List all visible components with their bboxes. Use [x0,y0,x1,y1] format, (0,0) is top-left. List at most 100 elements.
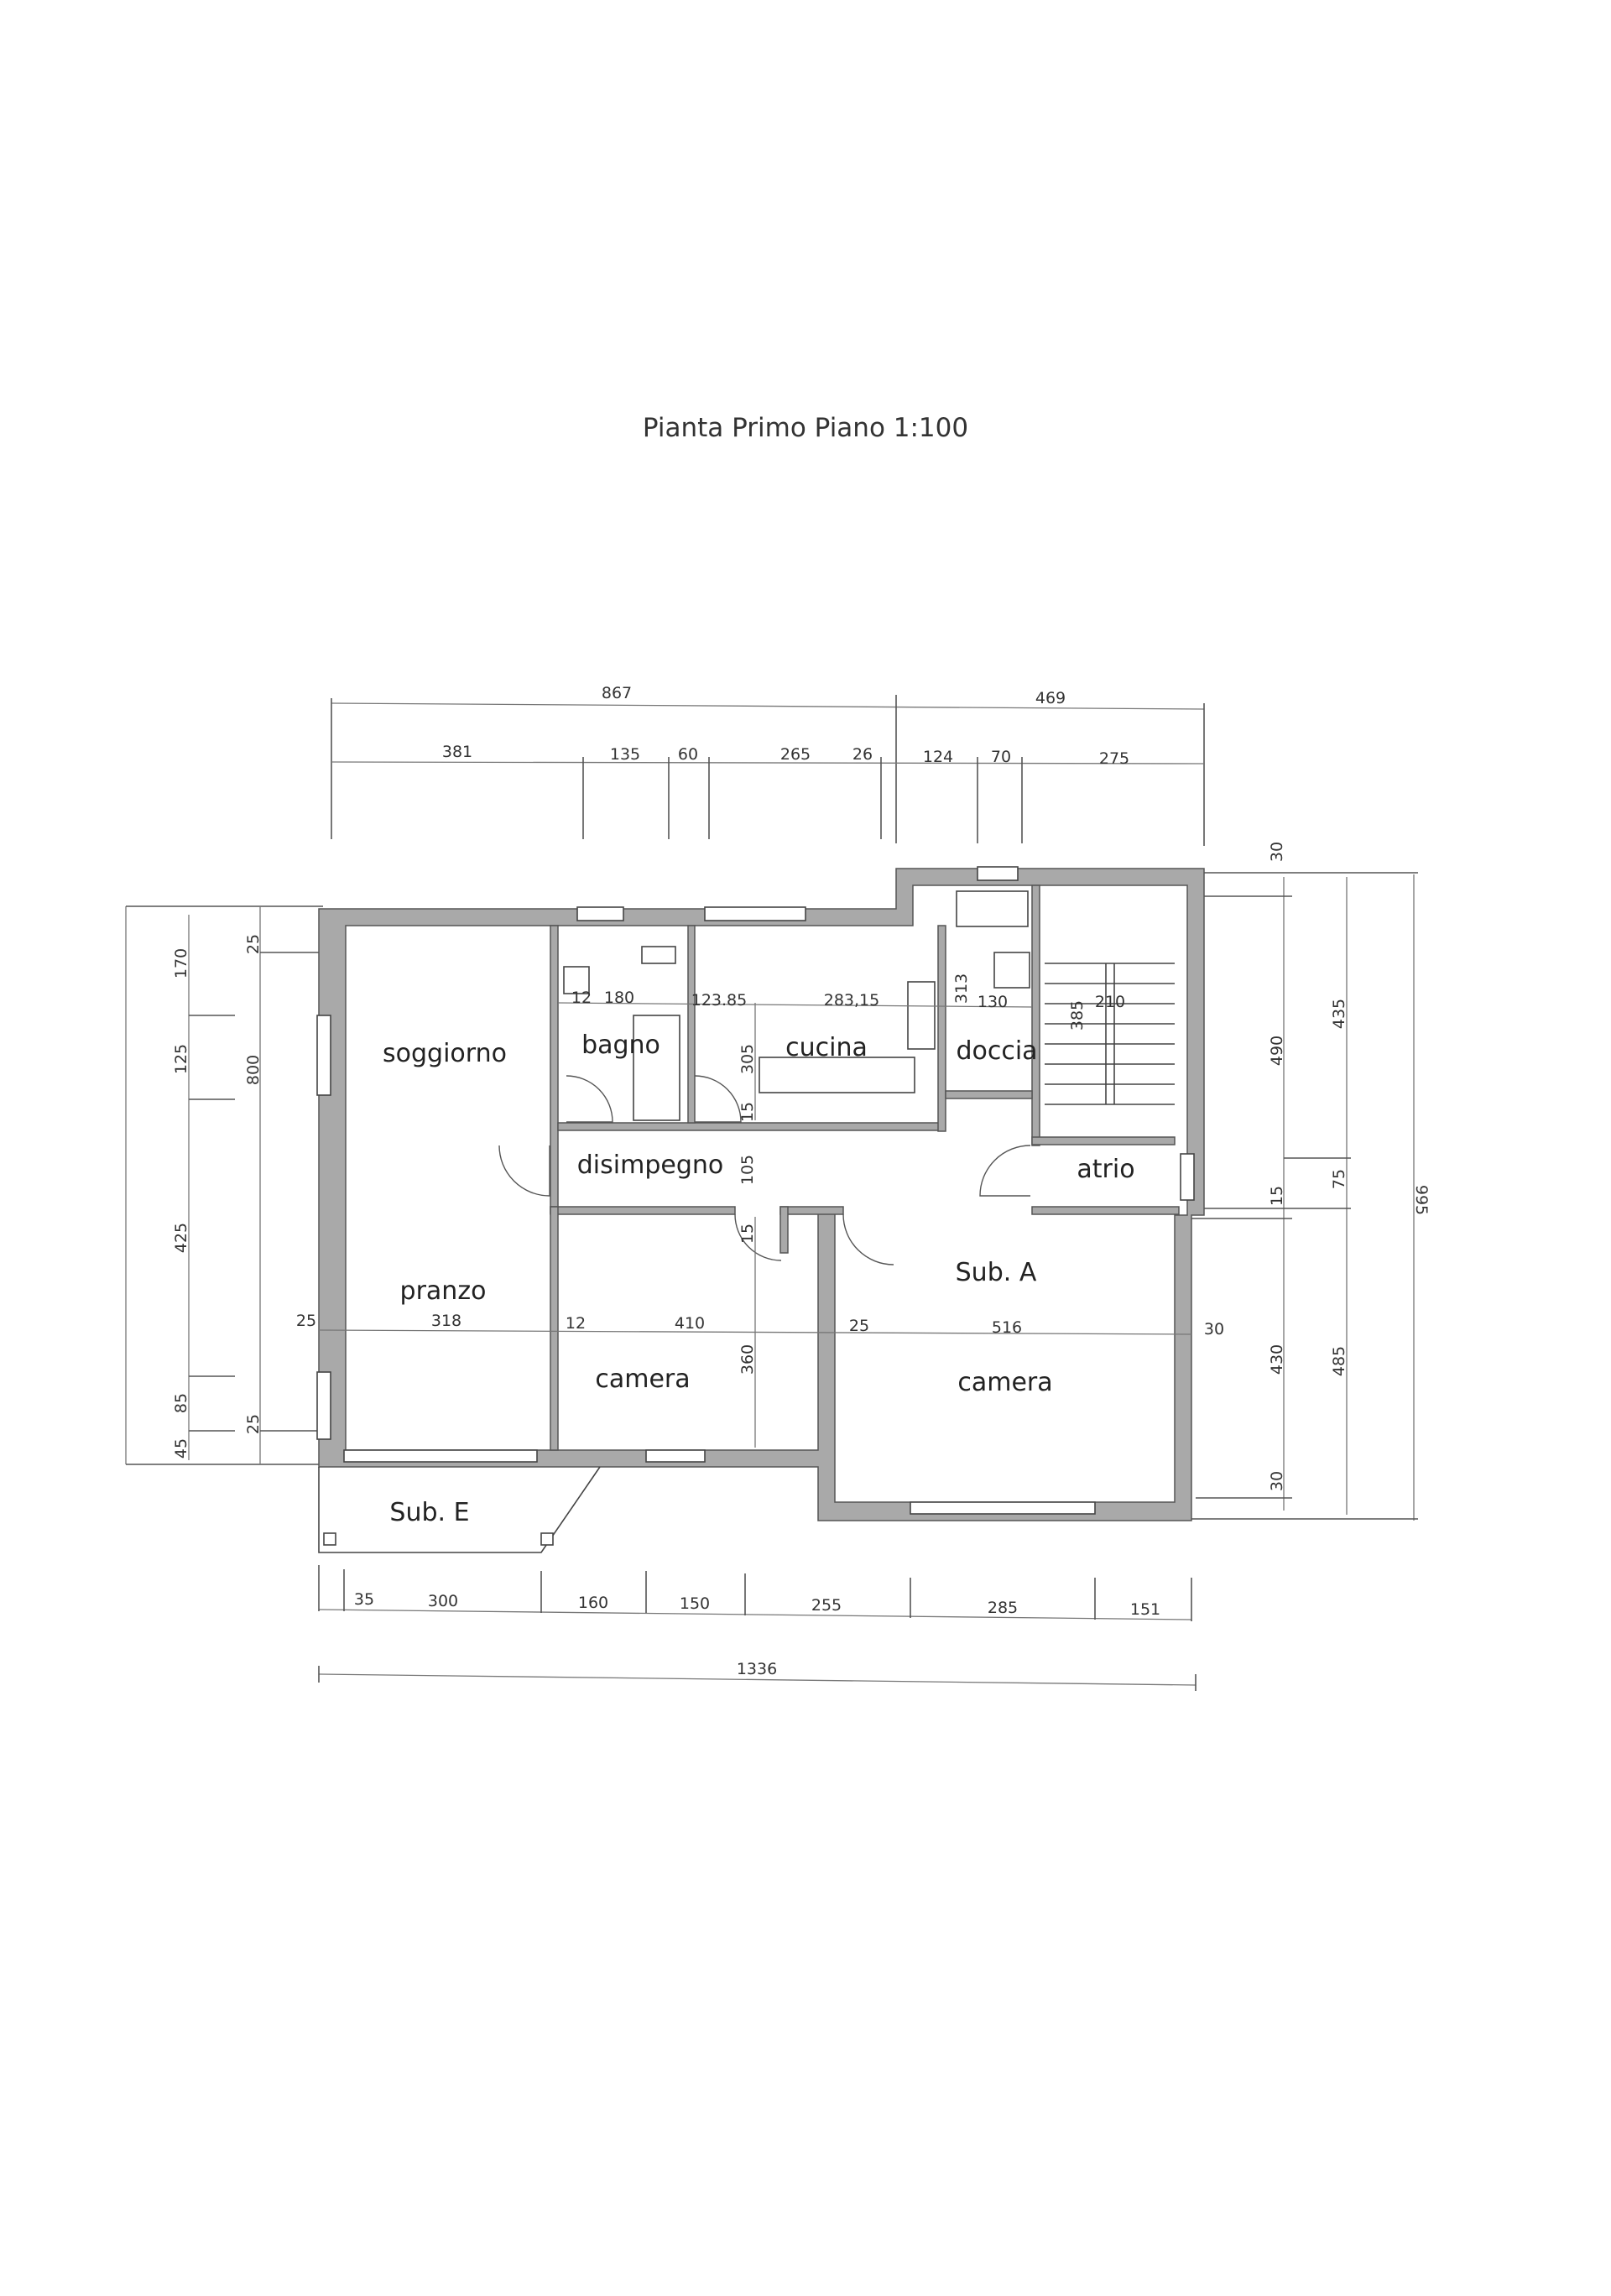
door-soggiorno [498,1145,550,1197]
window-camera-left [645,1449,706,1463]
wall-atrio-north [1031,1136,1176,1145]
dim-in-283-15: 283,15 [824,991,879,1010]
dim-bot-151: 151 [1130,1600,1160,1619]
dim-right-15: 15 [1268,1186,1286,1206]
dim-left-45: 45 [172,1438,190,1458]
dim-bot-1336: 1336 [737,1660,777,1678]
dim-top-26: 26 [852,745,873,764]
window-pranzo [316,1371,331,1440]
wall-corridor-south-left [550,1206,736,1215]
room-soggiorno: soggiorno [383,1039,507,1068]
room-bagno: bagno [581,1031,660,1060]
fixtures [563,890,1030,1121]
dim-in-313: 313 [952,973,971,1004]
shower-tray [956,890,1029,927]
wall-bagno-cucina-south [557,1122,945,1131]
stairs [1045,963,1175,1105]
dim-right-430: 430 [1268,1344,1286,1375]
dim-right-995: 995 [1412,1185,1431,1215]
door-bagno [566,1075,613,1123]
drawing-title: Pianta Primo Piano 1:100 [642,413,969,443]
right-dimensions: 30 490 15 430 30 435 75 485 995 [1191,842,1431,1521]
wc-bagno [641,946,676,964]
wall-corridor-south-mid [779,1206,844,1215]
dim-left-125: 125 [172,1044,190,1074]
dim-top-70: 70 [991,748,1011,766]
window-cucina [704,906,806,921]
dim-left-425: 425 [172,1223,190,1253]
terrace-outline [318,1466,601,1553]
wall-bagno-cucina [687,925,696,1124]
top-dimensions: 867 469 381 135 60 265 26 124 70 275 [331,684,1205,846]
dim-bot-35: 35 [354,1590,374,1609]
door-camera-left [734,1213,782,1261]
wall-stub [779,1206,789,1254]
dim-bot-285: 285 [988,1599,1018,1617]
window-atrio [1180,1153,1195,1201]
dim-in-15b: 15 [738,1224,757,1244]
room-disimpegno: disimpegno [577,1151,723,1180]
sink-bagno [563,966,590,994]
wall-corridor-south-right [1031,1206,1180,1215]
dim-top-124: 124 [923,748,953,766]
dim-top-381: 381 [442,743,472,761]
window-bagno [576,906,624,921]
bathtub [633,1015,680,1121]
dim-bot-255: 255 [811,1596,842,1615]
label-sub-a: Sub. A [956,1258,1037,1287]
room-cucina: cucina [785,1033,868,1062]
dim-top-60: 60 [678,745,698,764]
door-cucina [694,1075,742,1123]
windows [316,866,1195,1515]
internal-dimension-labels: 12 180 123.85 283,15 313 130 385 210 305… [296,973,1224,1375]
dim-bot-160: 160 [578,1594,608,1612]
wall-cucina-doccia [937,925,946,1132]
room-atrio: atrio [1077,1155,1134,1184]
left-dimensions: 170 125 425 85 45 25 800 25 [125,905,323,1465]
window-camera-right [910,1501,1096,1515]
dim-in-12b: 12 [566,1314,586,1333]
walls [318,868,1205,1521]
dim-in-210: 210 [1095,993,1125,1011]
internal-dimensions [318,1002,1192,1448]
dim-in-15a: 15 [738,1102,757,1122]
room-pranzo: pranzo [400,1276,487,1306]
dim-right-435: 435 [1330,999,1348,1029]
dim-in-516: 516 [992,1318,1022,1337]
terrace-sub-e [318,1466,601,1553]
dim-right-75: 75 [1330,1169,1348,1189]
dim-in-105: 105 [738,1155,757,1185]
dim-top-275: 275 [1099,749,1129,768]
dim-in-385: 385 [1068,1000,1087,1031]
terrace-pillar-left [323,1532,336,1546]
dim-top-135: 135 [610,745,640,764]
wall-doccia-south [945,1090,1033,1099]
dim-top-867: 867 [602,684,632,702]
dim-right-30b: 30 [1268,1471,1286,1491]
dim-left-85: 85 [172,1393,190,1413]
dim-in-410: 410 [675,1314,705,1333]
dim-in-25a: 25 [296,1312,316,1330]
bottom-dimensions: 35 300 160 150 255 285 151 1336 [318,1565,1197,1691]
label-sub-e: Sub. E [389,1498,469,1527]
dim-bot-300: 300 [428,1592,458,1610]
dim-top-265: 265 [780,745,811,764]
dim-right-30a: 30 [1268,842,1286,862]
room-camera-right: camera [957,1368,1052,1397]
dim-left-25b: 25 [244,1414,263,1434]
window-pranzo-south [343,1449,538,1463]
stove [907,981,936,1050]
dim-in-180: 180 [604,989,634,1007]
dim-in-305: 305 [738,1044,757,1074]
doors [498,1075,1031,1265]
dim-bot-150: 150 [680,1594,710,1613]
kitchen-counter [759,1057,915,1093]
exterior-wall [318,868,1205,1521]
wall-soggiorno-east [550,925,559,1214]
dim-top-469: 469 [1035,689,1066,707]
room-doccia: doccia [956,1036,1037,1066]
sink-doccia [993,952,1030,989]
room-camera-left: camera [595,1365,690,1394]
wall-camera-left-west [550,1206,559,1451]
